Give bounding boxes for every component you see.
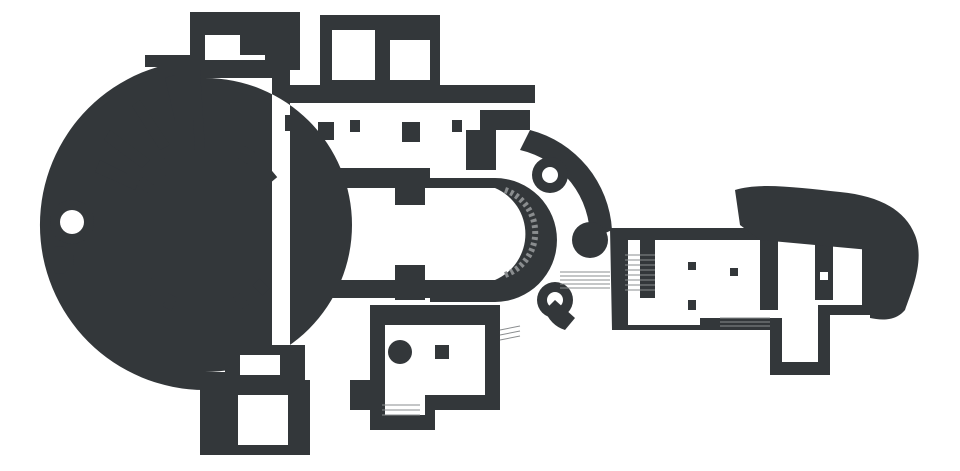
cave-wall: [735, 186, 919, 320]
ambulatory-wall: [520, 130, 612, 240]
calvary-wall: [370, 305, 500, 430]
north-rooms: [190, 12, 440, 90]
stairs: [382, 187, 770, 416]
edicule: [175, 205, 235, 248]
